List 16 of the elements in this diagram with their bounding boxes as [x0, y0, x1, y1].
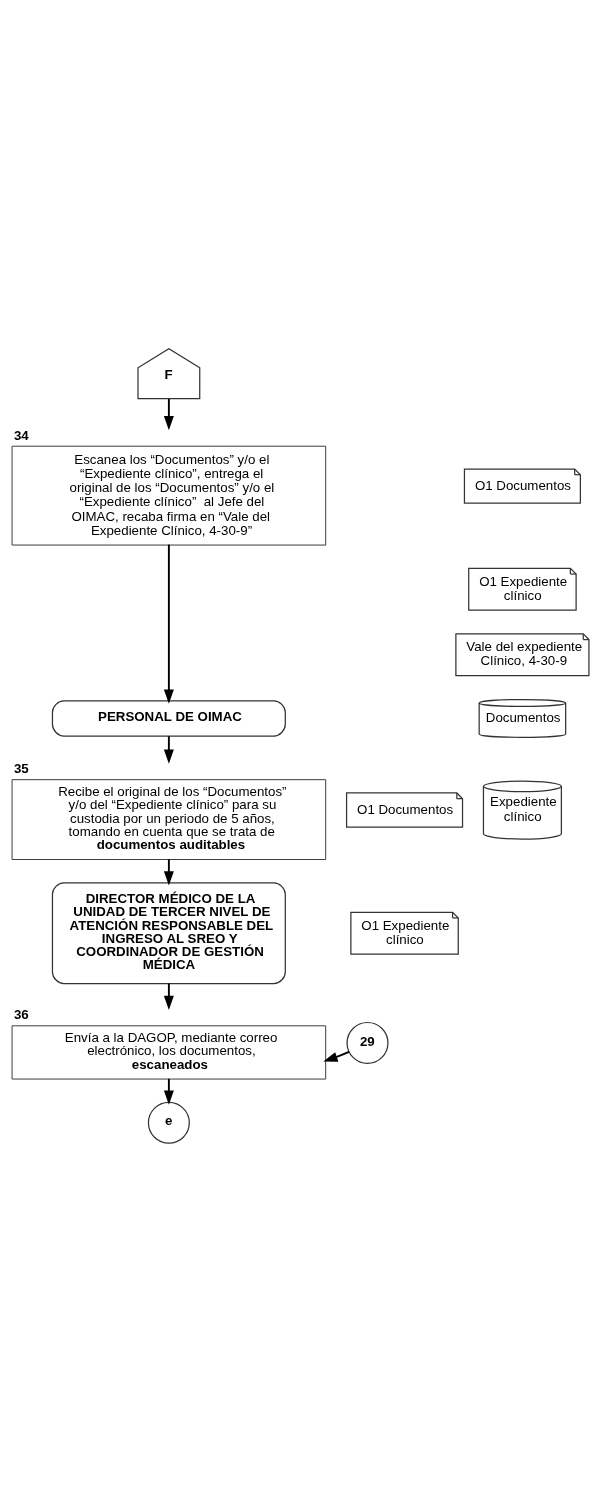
arrow	[163, 1077, 174, 1105]
node-box: Envía a la DAGOP, mediante correo electrónico, los documentos, escaneados	[11, 1024, 327, 1080]
node-box: Escanea los “Documentos” y/o el “Expediente clínico”, entrega el original de los “Documentos” y/o el “Expediente clínico” al Jefe del OIMAC, recaba firma en “Vale del Expediente Clínico, 4-30-9”	[11, 445, 327, 546]
arrow	[163, 543, 174, 704]
arrow	[163, 397, 174, 430]
node-box: DIRECTOR MÉDICO DE LA UNIDAD DE TERCER NIVEL DE ATENCIÓN RESPONSABLE DEL INGRESO AL SREO Y COORDINADOR DE GESTIÓN MÉDICA	[51, 881, 286, 984]
node-label: 34	[13, 427, 29, 443]
node-box: PERSONAL DE OIMAC	[51, 699, 286, 737]
arrow	[163, 982, 174, 1010]
node-circle: 29	[346, 1021, 389, 1064]
node-label: 36	[13, 1006, 29, 1022]
node-box: Recibe el original de los “Documentos” y/o del “Expediente clínico” para su custodia por un periodo de 5 años, tomando en cuenta que se trata de documentos auditables	[11, 778, 327, 860]
arrow	[163, 857, 174, 885]
node-circle: e	[147, 1101, 190, 1144]
node-label: 35	[13, 760, 29, 776]
arrow	[163, 734, 174, 764]
